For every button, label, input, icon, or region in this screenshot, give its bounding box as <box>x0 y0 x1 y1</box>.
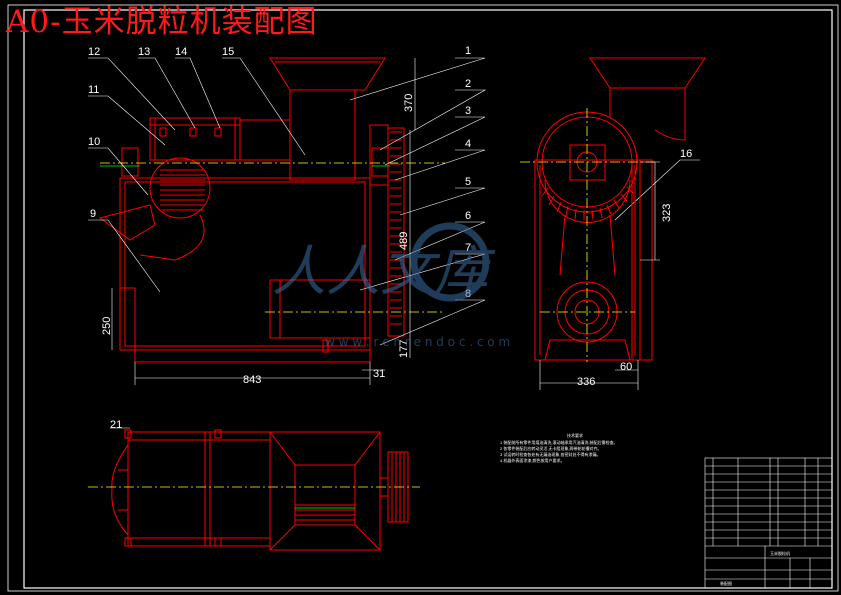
part-number-11: 11 <box>88 84 99 96</box>
front-dimension-lines <box>111 58 416 385</box>
drawing-title: A0-玉米脱粒机装配图 <box>6 4 318 40</box>
dim-370: 370 <box>403 94 415 112</box>
part-number-13: 13 <box>138 46 150 58</box>
part-number-1: 1 <box>465 45 471 57</box>
side-dimensions: 323 336 60 <box>577 204 673 388</box>
part-number-9: 9 <box>90 208 96 220</box>
part-number-3: 3 <box>465 105 471 117</box>
front-dimensions: 370 489 177 843 250 31 <box>101 94 415 386</box>
side-view <box>534 57 706 361</box>
notes-line-3: 3 试运转时检查各处有无漏油现象,各密封处不得有渗漏。 <box>500 451 600 457</box>
notes-heading: 技术要求 <box>567 432 583 438</box>
leader-lines <box>88 57 700 346</box>
dim-177: 177 <box>398 340 410 358</box>
top-view <box>111 429 409 551</box>
title-block-drawing-name: 玉米脱粒机 <box>770 550 790 556</box>
part-number-6: 6 <box>465 210 471 222</box>
title-block <box>704 457 833 589</box>
watermark-text: 人人文库 <box>272 240 496 303</box>
notes-line-4: 4 机器外表面涂漆,颜色按用户要求。 <box>500 457 564 463</box>
part-number-7: 7 <box>465 242 471 254</box>
side-centerlines <box>520 108 655 362</box>
watermark: 人人文库 w w w . r e n r e n d o c . c o m <box>272 222 510 349</box>
dim-60: 60 <box>620 361 632 373</box>
title-block-sheet-label: 装配图 <box>720 580 732 586</box>
dim-31: 31 <box>373 368 385 380</box>
front-centerlines <box>100 162 445 313</box>
dim-21: 21 <box>110 419 122 431</box>
front-view <box>98 57 405 363</box>
part-number-14: 14 <box>175 46 187 58</box>
watermark-url: w w w . r e n r e n d o c . c o m <box>325 335 510 349</box>
dim-489: 489 <box>398 232 410 250</box>
part-number-16: 16 <box>680 148 692 160</box>
technical-notes: 技术要求 1 装配前所有零件用煤油清洗,滚动轴承用汽油清洗,装配后需检查。 2 … <box>500 432 618 463</box>
part-number-labels: 1 2 3 4 5 6 7 8 9 10 11 12 13 14 15 16 <box>88 45 692 300</box>
dim-250: 250 <box>101 317 113 335</box>
dim-323: 323 <box>661 204 673 222</box>
side-dimension-lines <box>539 161 660 390</box>
notes-line-1: 1 装配前所有零件用煤油清洗,滚动轴承用汽油清洗,装配后需检查。 <box>500 439 618 445</box>
part-number-15: 15 <box>222 46 234 58</box>
part-number-2: 2 <box>465 78 471 90</box>
notes-line-2: 2 各零件装配后应转动灵活,无卡阻现象,两带轮轮槽对齐。 <box>500 445 602 451</box>
sheet-border <box>7 4 839 592</box>
part-number-12: 12 <box>88 46 100 58</box>
part-number-4: 4 <box>465 138 471 150</box>
part-number-5: 5 <box>465 176 471 188</box>
part-number-10: 10 <box>88 136 100 148</box>
dim-843: 843 <box>243 374 261 386</box>
dim-336: 336 <box>577 376 595 388</box>
